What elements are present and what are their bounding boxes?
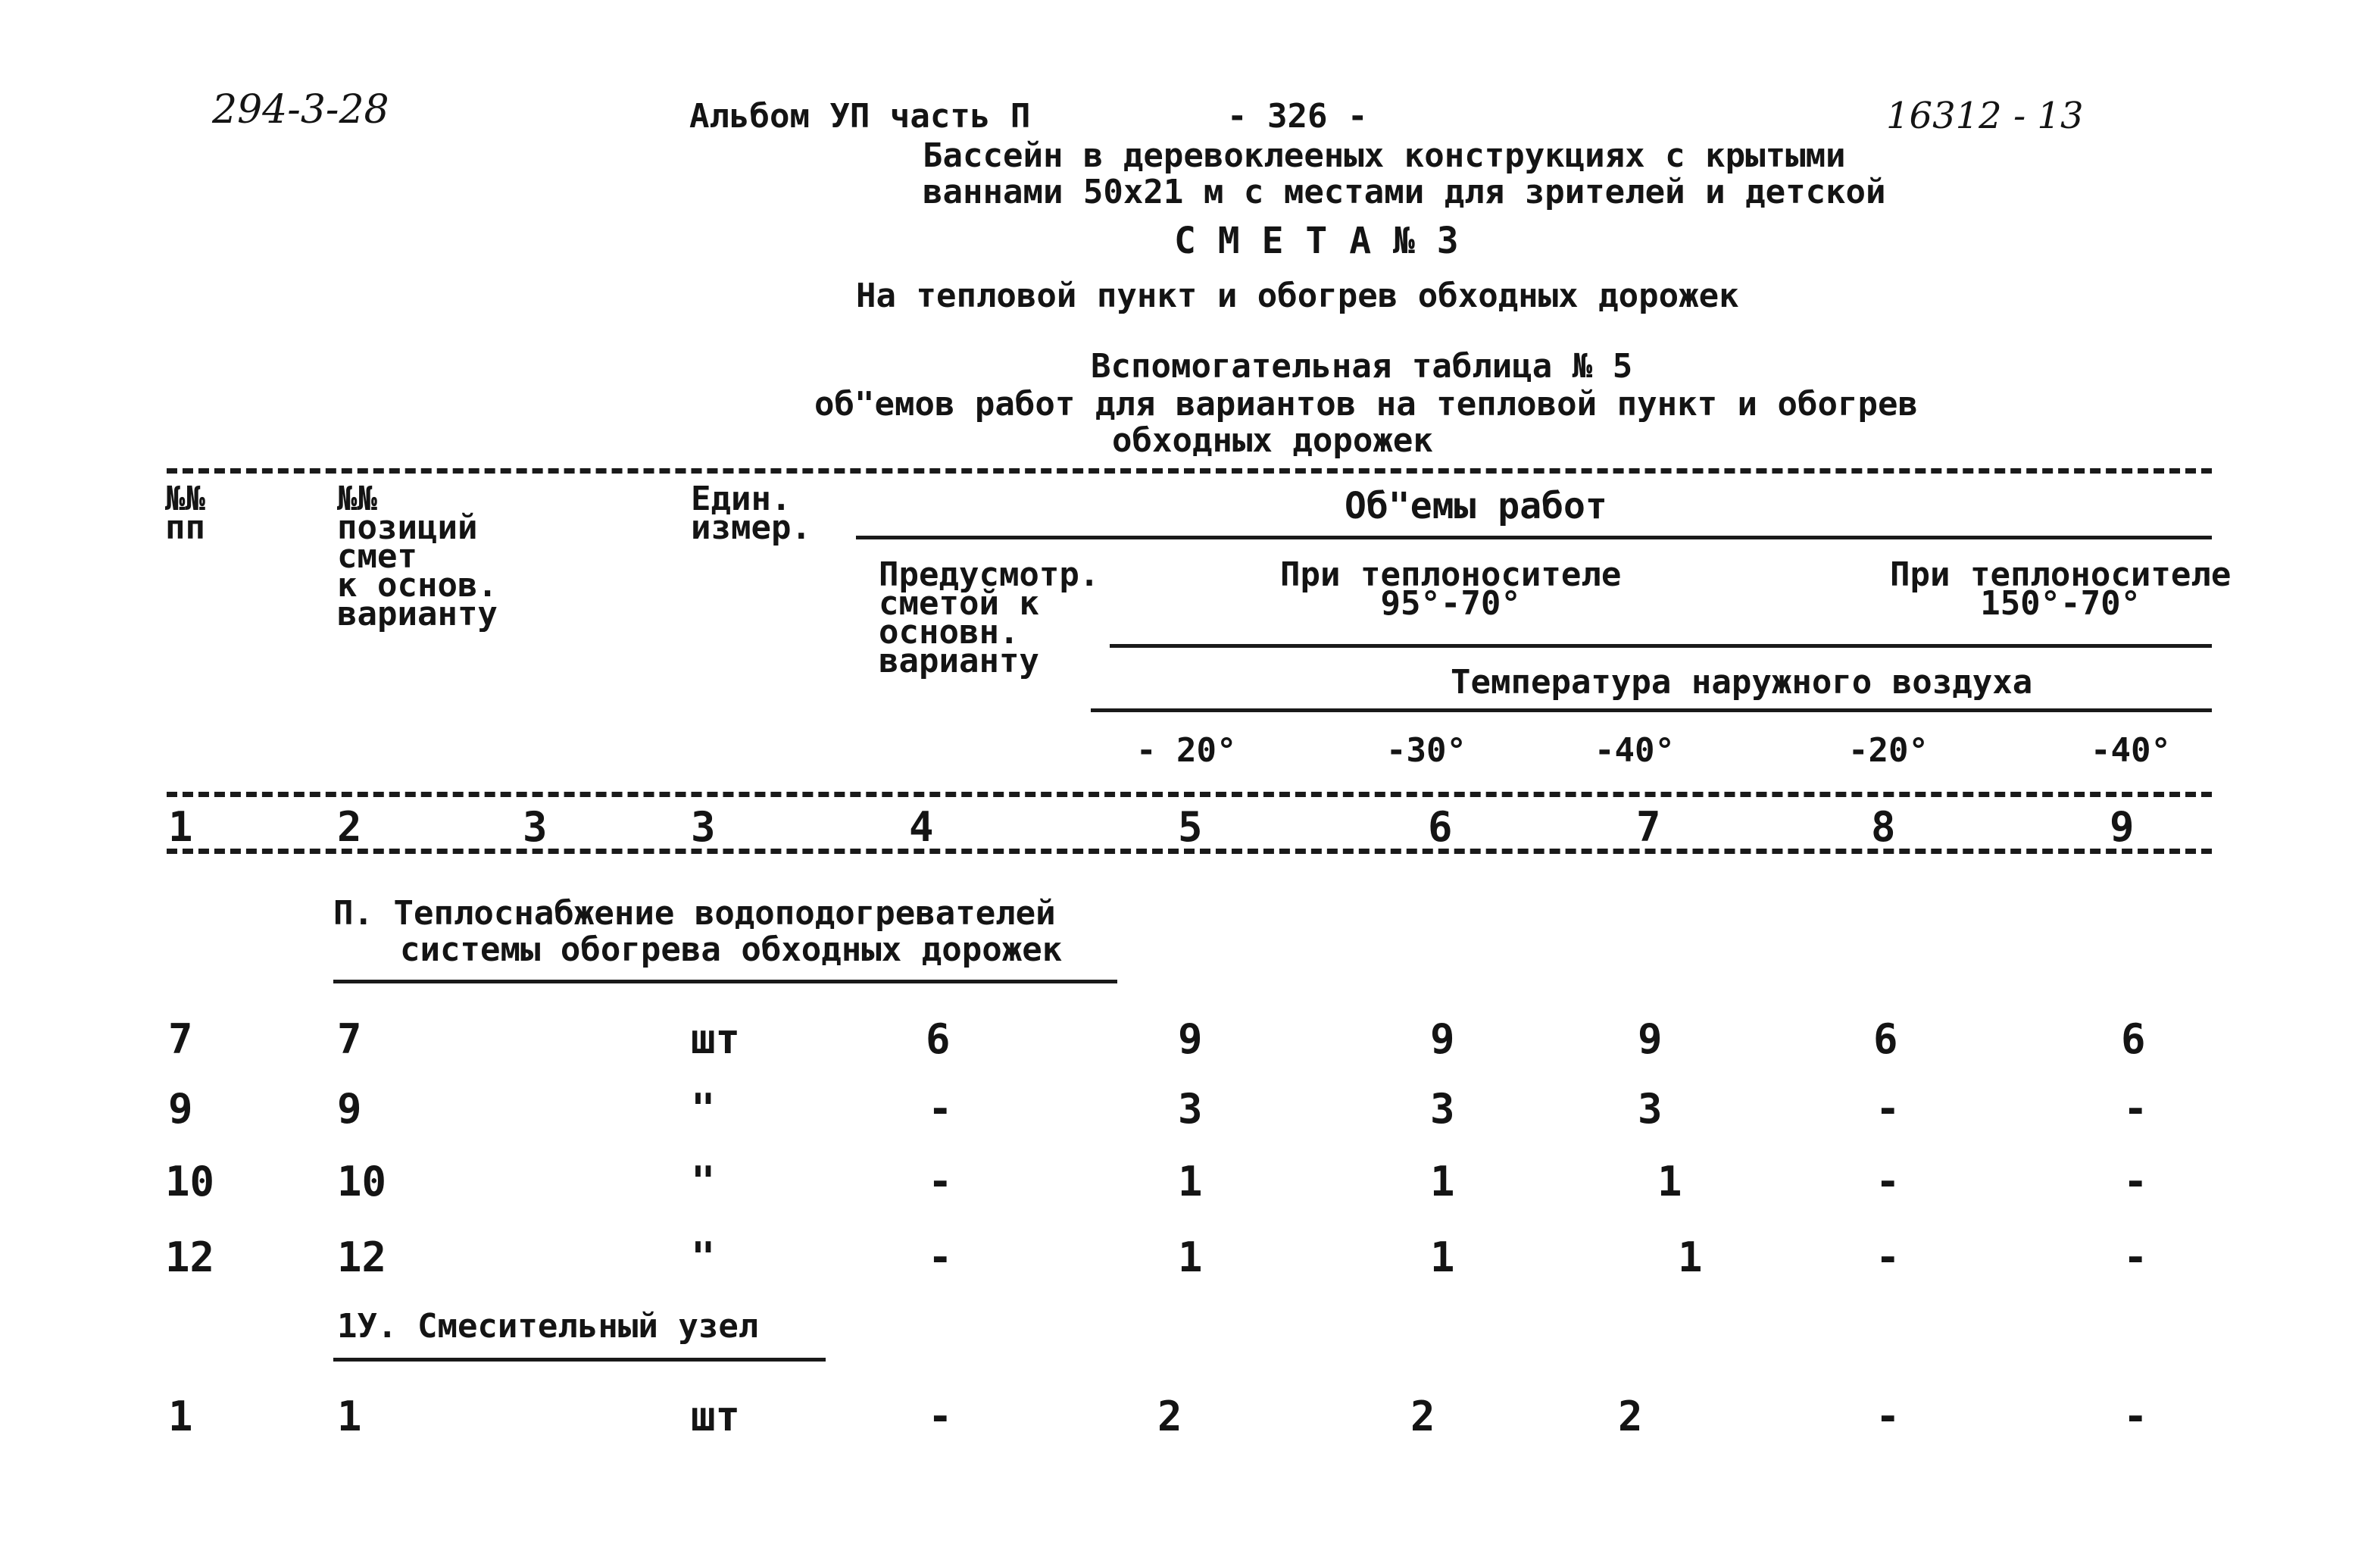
column-unit-header: Един. измер. xyxy=(691,480,811,547)
index-7: 7 xyxy=(1636,803,1661,851)
row-num: 1 xyxy=(168,1393,193,1440)
row-col8: - xyxy=(1876,1158,1901,1205)
row-col5: 3 xyxy=(1178,1085,1203,1133)
row-unit: " xyxy=(691,1158,716,1205)
index-row-border xyxy=(167,849,2212,854)
row-position: 1 xyxy=(337,1393,362,1440)
column-volumes-header: Об"емы работ xyxy=(1345,485,1607,527)
row-num: 9 xyxy=(168,1085,193,1133)
column-position-header: №№ позиций смет к основ. варианту xyxy=(337,480,498,633)
album-label: Альбом УП часть П xyxy=(689,97,1031,136)
index-3b: 3 xyxy=(691,803,716,851)
temp-col-7: -40° xyxy=(1594,731,1675,770)
index-6: 6 xyxy=(1428,803,1453,851)
row-col5: 1 xyxy=(1178,1233,1203,1281)
section-2-underline xyxy=(333,980,1117,983)
left-doc-code: 294-3-28 xyxy=(212,87,389,133)
row-unit: " xyxy=(691,1085,716,1133)
outdoor-temp-underline xyxy=(1091,708,2212,712)
row-col6: 2 xyxy=(1410,1393,1435,1440)
section-4-underline xyxy=(333,1358,826,1362)
row-col8: 6 xyxy=(1873,1015,1898,1063)
row-position: 7 xyxy=(337,1015,362,1063)
row-col9: - xyxy=(2123,1158,2148,1205)
row-unit: шт xyxy=(691,1015,741,1063)
row-col9: - xyxy=(2123,1393,2148,1440)
row-col7: 1 xyxy=(1657,1158,1682,1205)
table-title: Вспомогательная таблица № 5 xyxy=(1091,347,1633,386)
row-col8: - xyxy=(1876,1393,1901,1440)
outdoor-temp-header: Температура наружного воздуха xyxy=(1451,663,2033,702)
temp-col-8: -20° xyxy=(1848,731,1929,770)
row-num: 7 xyxy=(168,1015,193,1063)
section-2-title-line-1: П. Теплоснабжение водоподогревателей xyxy=(333,894,1056,933)
row-col7: 9 xyxy=(1638,1015,1663,1063)
row-col7: 1 xyxy=(1678,1233,1703,1281)
row-col6: 1 xyxy=(1430,1158,1455,1205)
row-col9: 6 xyxy=(2121,1015,2146,1063)
row-col9: - xyxy=(2123,1085,2148,1133)
row-unit: шт xyxy=(691,1393,741,1440)
index-5: 5 xyxy=(1178,803,1203,851)
temp-col-9: -40° xyxy=(2091,731,2171,770)
temp-col-5: - 20° xyxy=(1136,731,1237,770)
row-num: 10 xyxy=(165,1158,215,1205)
row-provided: - xyxy=(928,1085,953,1133)
row-col7: 2 xyxy=(1618,1393,1643,1440)
subtitle-line-1: Бассейн в деревоклееных конструкциях с к… xyxy=(923,136,1846,175)
column-num-header: №№ пп xyxy=(165,480,205,547)
table-top-border xyxy=(167,468,2212,474)
table-description-line-1: об"емов работ для вариантов на тепловой … xyxy=(814,385,1918,424)
row-provided: - xyxy=(928,1158,953,1205)
volumes-underline xyxy=(856,536,2212,539)
right-doc-code: 16312 - 13 xyxy=(1886,95,2084,137)
table-description-line-2: обходных дорожек xyxy=(1112,421,1433,460)
section-2-title-line-2: системы обогрева обходных дорожек xyxy=(400,930,1063,969)
row-col5: 1 xyxy=(1178,1158,1203,1205)
index-4: 4 xyxy=(909,803,934,851)
page-number: - 326 - xyxy=(1227,97,1368,136)
index-3a: 3 xyxy=(523,803,548,851)
subtitle-line-2: ваннами 50х21 м с местами для зрителей и… xyxy=(923,173,1886,211)
row-provided: - xyxy=(928,1233,953,1281)
row-col5: 2 xyxy=(1157,1393,1182,1440)
row-position: 10 xyxy=(337,1158,387,1205)
column-provided-header: Предусмотр. сметой к основн. варианту xyxy=(879,555,1100,680)
row-col6: 1 xyxy=(1430,1233,1455,1281)
row-col8: - xyxy=(1876,1233,1901,1281)
row-unit: " xyxy=(691,1233,716,1281)
doc-type: С М Е Т А № 3 xyxy=(1174,220,1459,262)
row-col8: - xyxy=(1876,1085,1901,1133)
column-carrier-95-header: При теплоносителе 95°-70° xyxy=(1280,555,1622,623)
row-provided: - xyxy=(928,1393,953,1440)
row-col6: 9 xyxy=(1430,1015,1455,1063)
index-2: 2 xyxy=(337,803,362,851)
column-carrier-150-header: При теплоносителе 150°-70° xyxy=(1890,555,2232,623)
row-col9: - xyxy=(2123,1233,2148,1281)
index-1: 1 xyxy=(168,803,193,851)
header-bottom-border xyxy=(167,792,2212,797)
temp-col-6: -30° xyxy=(1386,731,1466,770)
doc-subject: На тепловой пункт и обогрев обходных дор… xyxy=(856,277,1739,315)
row-col6: 3 xyxy=(1430,1085,1455,1133)
row-col5: 9 xyxy=(1178,1015,1203,1063)
row-num: 12 xyxy=(165,1233,215,1281)
index-9: 9 xyxy=(2110,803,2135,851)
carrier-underline xyxy=(1110,644,2212,648)
row-position: 9 xyxy=(337,1085,362,1133)
section-4-title: 1У. Смесительный узел xyxy=(337,1307,759,1346)
row-col7: 3 xyxy=(1638,1085,1663,1133)
row-position: 12 xyxy=(337,1233,387,1281)
index-8: 8 xyxy=(1871,803,1896,851)
row-provided: 6 xyxy=(926,1015,951,1063)
